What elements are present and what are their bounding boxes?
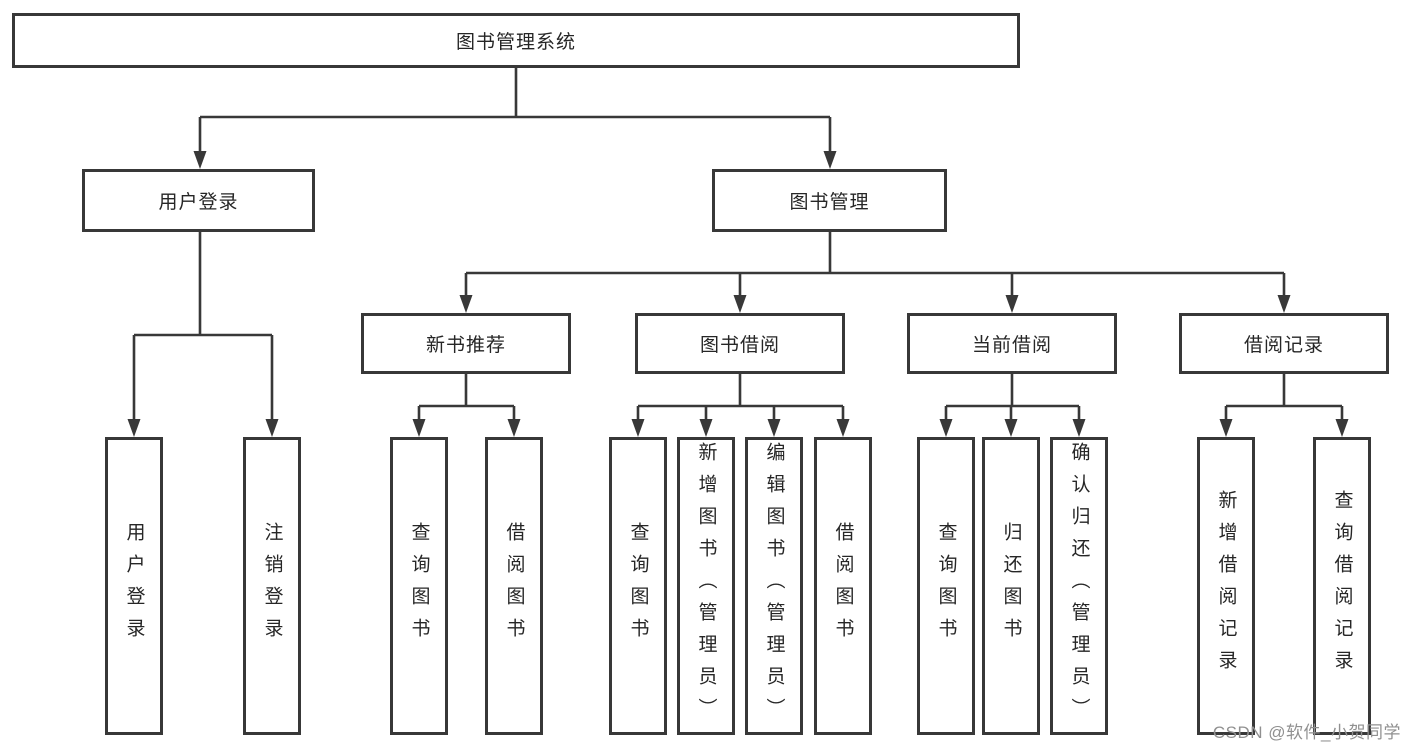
- leaf-br-add-record: 新增借阅记录: [1197, 437, 1255, 735]
- arrowheads: [127, 151, 1349, 437]
- node-borrow-record: 借阅记录: [1179, 313, 1389, 374]
- arrowhead-icon: [836, 419, 850, 437]
- leaf-cb-return-book: 归还图书: [982, 437, 1040, 735]
- node-book-mgmt: 图书管理: [712, 169, 947, 232]
- leaf-bb-borrow-book: 借阅图书: [814, 437, 872, 735]
- leaf-rec-query-book: 查询图书: [390, 437, 448, 735]
- arrowhead-icon: [699, 419, 713, 437]
- arrowhead-icon: [631, 419, 645, 437]
- connector-new-book: [417, 374, 516, 421]
- connector-user-login: [132, 232, 274, 421]
- arrowhead-icon: [127, 419, 141, 437]
- leaf-br-query-record: 查询借阅记录: [1313, 437, 1371, 735]
- node-root: 图书管理系统: [12, 13, 1020, 68]
- arrowhead-icon: [1335, 419, 1349, 437]
- leaf-cb-query-book: 查询图书: [917, 437, 975, 735]
- leaf-bb-query-book: 查询图书: [609, 437, 667, 735]
- node-current-borrow: 当前借阅: [907, 313, 1117, 374]
- leaf-bb-edit-book-admin: 编辑图书（管理员）: [745, 437, 803, 735]
- connector-current-borrow: [944, 374, 1081, 421]
- arrowhead-icon: [1277, 295, 1291, 313]
- node-book-borrow: 图书借阅: [635, 313, 845, 374]
- connector-book-borrow: [636, 374, 845, 421]
- arrowhead-icon: [733, 295, 747, 313]
- leaf-user-login: 用户登录: [105, 437, 163, 735]
- arrowhead-icon: [1005, 295, 1019, 313]
- arrowhead-icon: [459, 295, 473, 313]
- arrowhead-icon: [939, 419, 953, 437]
- node-user-login: 用户登录: [82, 169, 315, 232]
- arrowhead-icon: [1072, 419, 1086, 437]
- arrowhead-icon: [767, 419, 781, 437]
- arrowhead-icon: [265, 419, 279, 437]
- leaf-bb-add-book-admin: 新增图书（管理员）: [677, 437, 735, 735]
- leaf-cb-confirm-return-admin: 确认归还（管理员）: [1050, 437, 1108, 735]
- leaf-rec-borrow-book: 借阅图书: [485, 437, 543, 735]
- arrowhead-icon: [412, 419, 426, 437]
- arrowhead-icon: [507, 419, 521, 437]
- arrowhead-icon: [193, 151, 207, 169]
- node-new-book-rec: 新书推荐: [361, 313, 571, 374]
- leaf-logout: 注销登录: [243, 437, 301, 735]
- arrowhead-icon: [1004, 419, 1018, 437]
- connector-root: [198, 68, 832, 153]
- arrowhead-icon: [823, 151, 837, 169]
- connector-borrow-record: [1224, 374, 1344, 421]
- connector-book-mgmt: [464, 232, 1286, 297]
- arrowhead-icon: [1219, 419, 1233, 437]
